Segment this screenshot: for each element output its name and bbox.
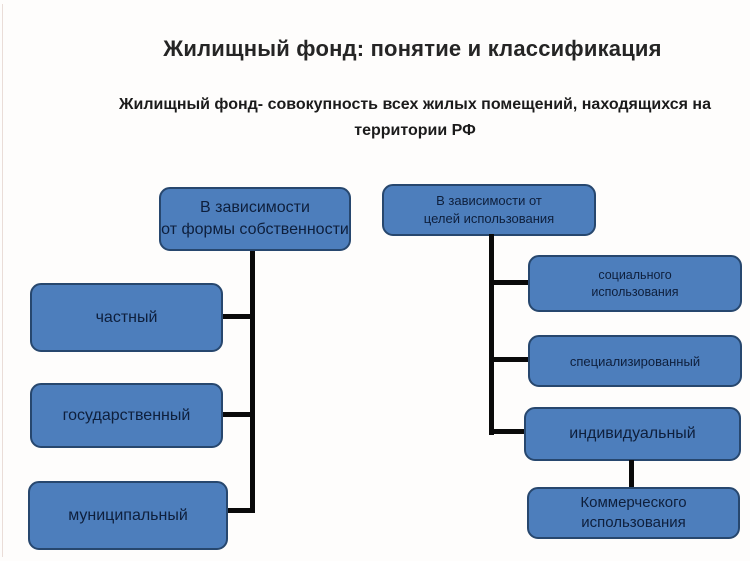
node-social-use-line1: социального — [598, 267, 672, 282]
connector-right-stub-social — [494, 280, 528, 285]
node-commercial-use-line1: Коммерческого — [580, 494, 687, 511]
node-individual-label: индивидуальный — [569, 425, 696, 442]
node-right-header-line1: В зависимости от — [436, 193, 542, 208]
connector-left-stub-private — [222, 314, 251, 319]
node-right-header-line2: целей использования — [423, 211, 555, 226]
node-social-use-line2: использования — [591, 284, 679, 299]
left-edge-line — [2, 4, 3, 557]
node-left-header-line2: от формы собственности — [161, 221, 349, 238]
connector-left-spine — [250, 251, 255, 513]
connector-right-stub-specialized — [494, 357, 528, 362]
page-title: Жилищный фонд: понятие и классификация — [163, 36, 662, 61]
node-left-header: В зависимости от формы собственности — [159, 187, 351, 251]
node-state: государственный — [30, 383, 223, 448]
node-municipal: муниципальный — [28, 481, 228, 550]
node-left-header-line1: В зависимости — [200, 199, 310, 216]
node-commercial-use-line2: использования — [581, 514, 686, 531]
node-individual: индивидуальный — [524, 407, 741, 461]
node-specialized-label: специализированный — [569, 353, 701, 369]
connector-left-stub-state — [222, 412, 251, 417]
node-right-header: В зависимости от целей использования — [382, 184, 596, 236]
node-private: частный — [30, 283, 223, 352]
definition-text: Жилищный фонд- совокупность всех жилых п… — [119, 96, 711, 139]
connector-individual-commercial — [629, 460, 634, 487]
connector-right-spine — [489, 234, 494, 435]
node-commercial-use: Коммерческого использования — [527, 487, 740, 539]
node-specialized: специализированный — [528, 335, 742, 387]
connector-left-stub-municipal — [226, 508, 251, 513]
node-private-label: частный — [95, 308, 158, 326]
node-municipal-label: муниципальный — [68, 506, 188, 524]
node-social-use: социального использования — [528, 255, 742, 312]
node-state-label: государственный — [62, 406, 191, 424]
connector-right-stub-individual — [494, 429, 524, 434]
